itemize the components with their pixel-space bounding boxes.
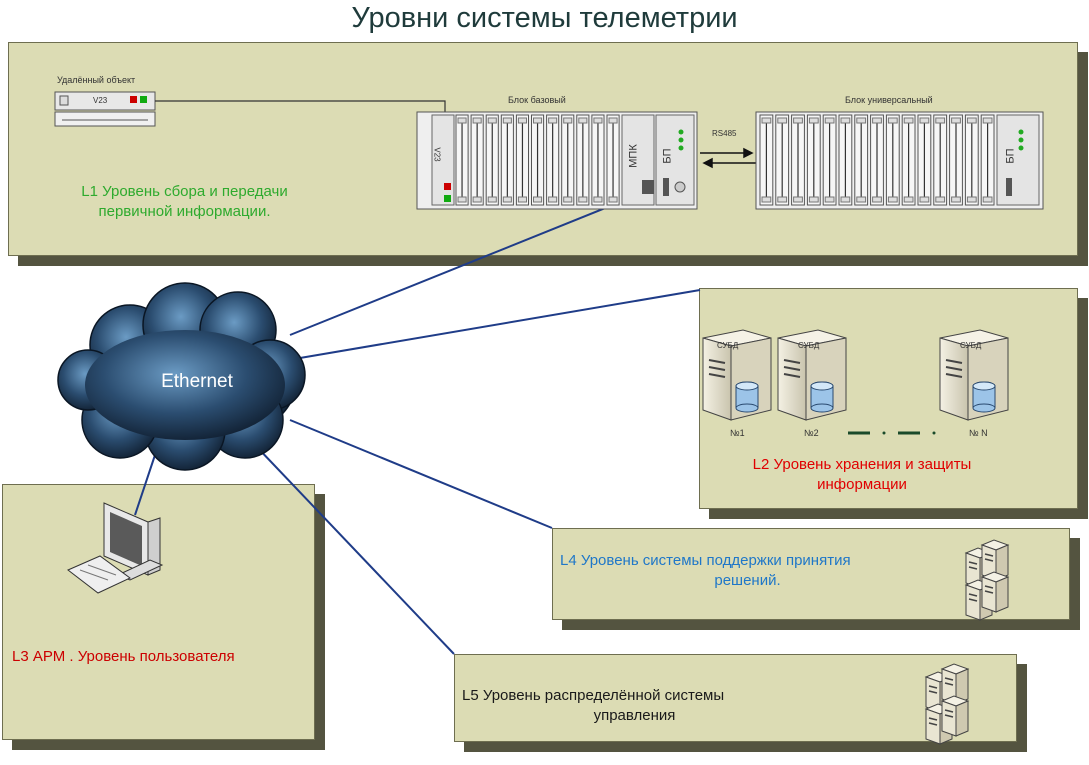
server-1-number: №1 bbox=[730, 428, 745, 438]
base-block-label: Блок базовый bbox=[508, 95, 566, 105]
server-stack-l4-icon bbox=[964, 539, 1010, 621]
page-title: Уровни системы телеметрии bbox=[351, 2, 738, 34]
rs485-link bbox=[700, 147, 756, 169]
card-bp2-label: БП bbox=[1004, 148, 1017, 164]
remote-device-label: V23 bbox=[93, 96, 108, 105]
server-2-number: №2 bbox=[804, 428, 819, 438]
link-to-l5 bbox=[254, 444, 455, 655]
rs485-label: RS485 bbox=[712, 129, 737, 138]
l2-caption: L2 Уровень хранения и защиты информации bbox=[752, 456, 972, 493]
server-1-tag: СУБД bbox=[717, 341, 739, 350]
workstation-icon bbox=[67, 502, 164, 594]
l5-caption: L5 Уровень распределённой системы управл… bbox=[462, 687, 725, 724]
universal-block-label: Блок универсальный bbox=[845, 95, 933, 105]
remote-device-icon bbox=[54, 91, 156, 127]
link-to-l3 bbox=[134, 454, 156, 516]
panel-l5 bbox=[454, 654, 1017, 742]
l3-caption: L3 АРМ . Уровень пользователя bbox=[12, 648, 235, 665]
l1-caption: L1 Уровень сбора и передачи первичной ин… bbox=[81, 183, 288, 220]
database-server-icon-3 bbox=[939, 329, 1009, 421]
card-bp-label: БП bbox=[661, 148, 674, 164]
network-links bbox=[134, 191, 701, 655]
card-mpk-label: МПК bbox=[627, 144, 640, 168]
card-v23-label: V23 bbox=[432, 147, 442, 162]
server-2-tag: СУБД bbox=[798, 341, 820, 350]
database-server-icon-2 bbox=[777, 329, 847, 421]
server-n-tag: СУБД bbox=[960, 341, 982, 350]
server-stack-l5-icon bbox=[924, 663, 970, 745]
database-server-icon-1 bbox=[702, 329, 772, 421]
link-to-mpk bbox=[289, 191, 646, 336]
ethernet-cloud-icon bbox=[57, 282, 306, 471]
ethernet-label: Ethernet bbox=[161, 371, 233, 392]
server-n-number: № N bbox=[969, 428, 988, 438]
link-to-l4 bbox=[289, 419, 553, 529]
link-to-l2 bbox=[299, 289, 701, 359]
l4-caption: L4 Уровень системы поддержки принятия ре… bbox=[560, 552, 851, 589]
remote-object-label: Удалённый объект bbox=[57, 75, 136, 85]
